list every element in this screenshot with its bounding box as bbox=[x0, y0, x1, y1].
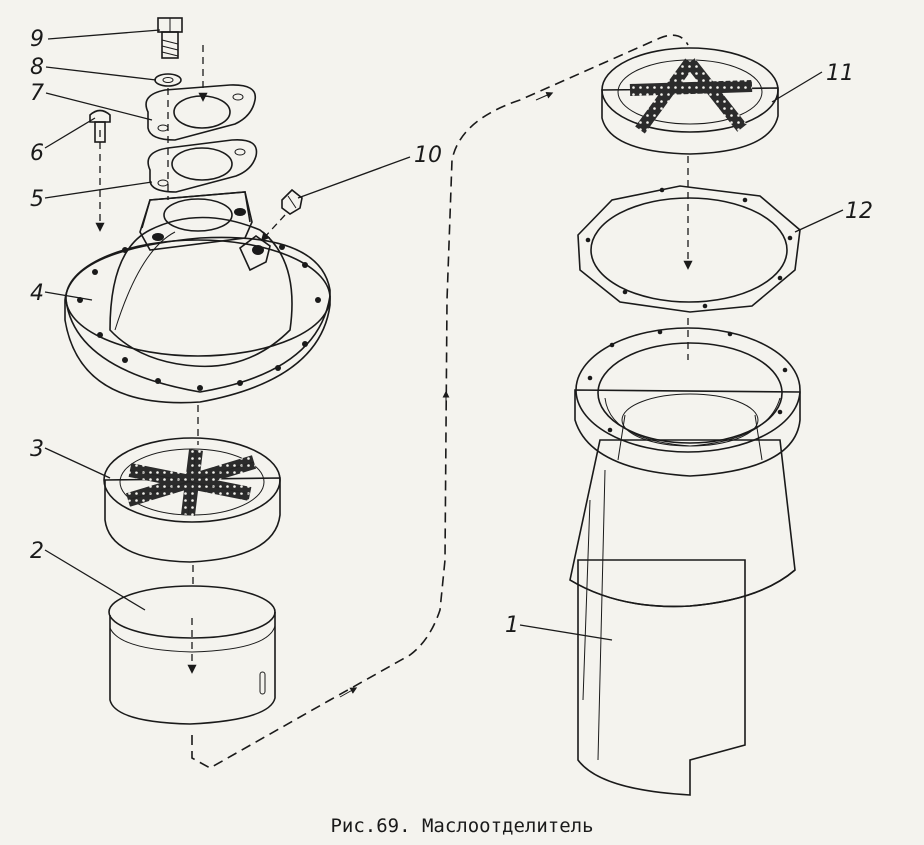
leader-4 bbox=[44, 291, 93, 301]
leader-9 bbox=[47, 29, 161, 40]
bolt-9 bbox=[157, 17, 183, 59]
callout-8: 8 bbox=[30, 55, 44, 80]
callout-3: 3 bbox=[30, 437, 44, 462]
assembly-line-fitting bbox=[260, 214, 286, 242]
leader-10 bbox=[297, 156, 411, 199]
flow-arrow-3 bbox=[535, 92, 554, 101]
leader-5 bbox=[44, 181, 153, 199]
callout-1: 1 bbox=[505, 613, 519, 638]
gasket-7 bbox=[145, 84, 257, 141]
leader-2 bbox=[44, 549, 146, 611]
gasket-12 bbox=[577, 185, 801, 313]
leader-11 bbox=[771, 71, 823, 103]
callout-2: 2 bbox=[30, 539, 44, 564]
leader-1 bbox=[519, 624, 613, 641]
screw-6 bbox=[89, 109, 111, 143]
leader-8 bbox=[45, 66, 157, 81]
fitting-10 bbox=[281, 188, 303, 215]
washer-8 bbox=[154, 73, 182, 87]
callout-9: 9 bbox=[30, 27, 44, 52]
callout-6: 6 bbox=[30, 141, 44, 166]
body-1 bbox=[569, 327, 801, 796]
callout-7: 7 bbox=[30, 81, 44, 106]
figure-caption: Рис.69. Маслоотделитель bbox=[330, 815, 593, 837]
callout-10: 10 bbox=[414, 143, 442, 168]
cover-4 bbox=[64, 191, 331, 404]
callout-4: 4 bbox=[30, 281, 44, 306]
filter-11 bbox=[601, 47, 779, 155]
leader-3 bbox=[44, 447, 111, 479]
ring-2 bbox=[108, 585, 276, 725]
leader-12 bbox=[794, 209, 844, 233]
leader-7 bbox=[45, 92, 153, 121]
filter-3 bbox=[103, 437, 281, 563]
flow-arrow-1 bbox=[339, 687, 358, 698]
callout-11: 11 bbox=[826, 61, 854, 86]
callout-5: 5 bbox=[30, 187, 44, 212]
gasket-5 bbox=[147, 139, 258, 193]
leader-6 bbox=[44, 117, 96, 149]
callout-12: 12 bbox=[845, 199, 873, 224]
